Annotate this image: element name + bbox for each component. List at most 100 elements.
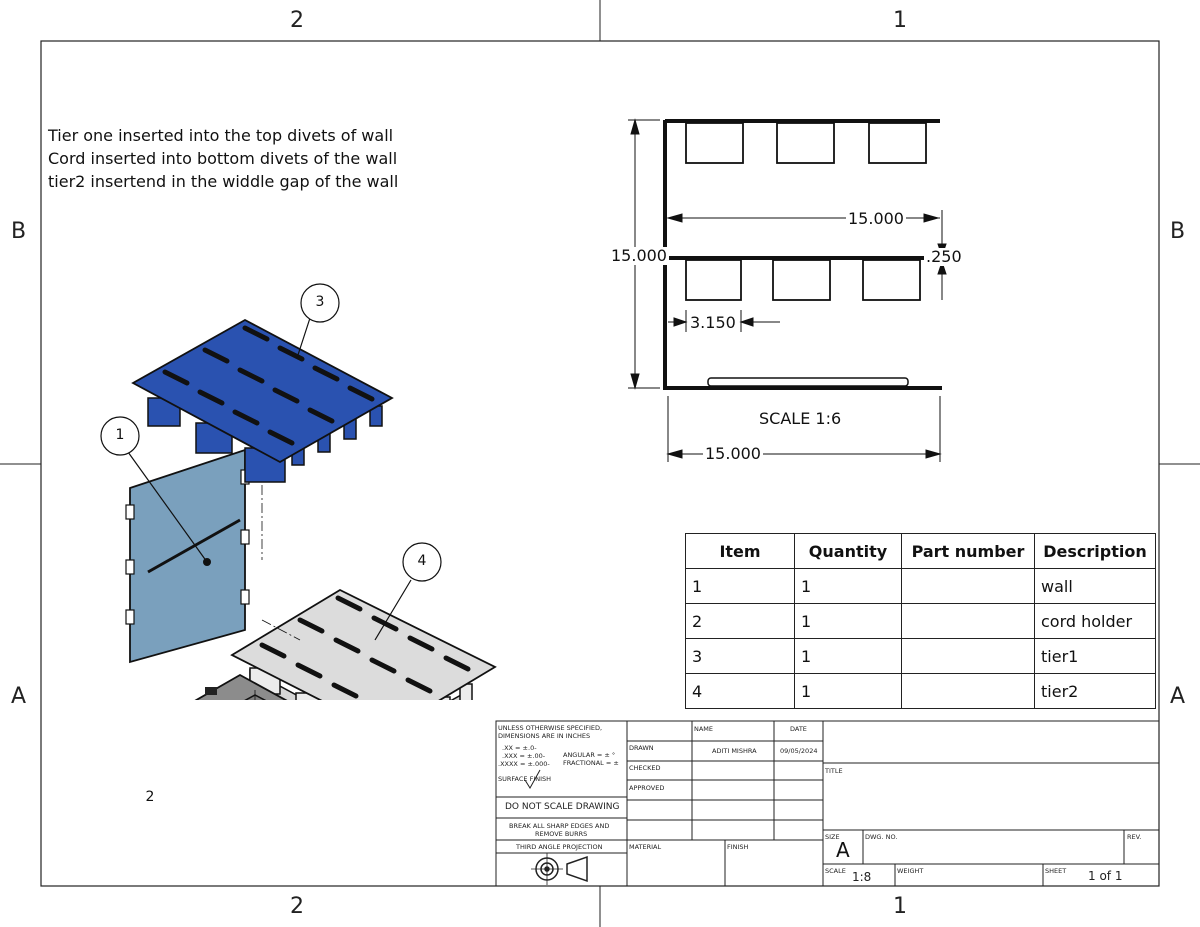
tb-break-edges-2: REMOVE BURRS	[535, 830, 588, 838]
tb-scale-label: SCALE	[825, 867, 846, 875]
tb-scale-value: 1:8	[852, 870, 872, 884]
tier1-leg-row	[147, 397, 383, 483]
bom-cell: 1	[794, 638, 902, 674]
tb-tolerance-xx: .XX = ±.0-	[502, 744, 537, 752]
wall-panel	[129, 448, 246, 664]
zone-label-right-a: A	[1170, 684, 1186, 709]
tier2-leg-side	[772, 259, 831, 301]
tier1-part	[131, 318, 394, 483]
tier1-slots	[162, 325, 375, 446]
balloon-circles	[100, 283, 442, 582]
tb-date-header: DATE	[790, 725, 807, 733]
zone-label-bottom-1: 1	[893, 894, 907, 919]
table-row: 2 1 cord holder	[685, 603, 1156, 639]
tb-surface-finish: SURFACE FINISH	[498, 775, 552, 783]
bom-cell: 1	[685, 568, 795, 604]
tb-sheet-label: SHEET	[1045, 867, 1067, 875]
tb-drawn-date: 09/05/2024	[780, 747, 818, 755]
view-scale-label: SCALE 1:6	[759, 409, 842, 428]
tb-tolerance-xxxx: .XXXX = ±.000-	[498, 760, 550, 768]
tier2-leg-side	[862, 259, 921, 301]
tier1-leg-side	[776, 122, 835, 164]
zone-label-left-b: B	[11, 219, 27, 244]
zone-label-top-1: 1	[893, 8, 907, 33]
tb-checked-label: CHECKED	[629, 764, 661, 772]
bom-header-part-number: Part number	[901, 533, 1035, 569]
tb-break-edges-1: BREAK ALL SHARP EDGES AND	[509, 822, 610, 830]
dim-tab: 3.150	[688, 313, 738, 332]
tb-general-note-1: UNLESS OTHERWISE SPECIFIED,	[498, 724, 603, 732]
bom-cell: tier2	[1034, 673, 1156, 709]
tb-fractional-tol: FRACTIONAL = ±	[563, 759, 619, 767]
bom-header-row: Item Quantity Part number Description	[685, 533, 1156, 569]
bom-cell	[901, 673, 1035, 709]
bill-of-materials: Item Quantity Part number Description 1 …	[685, 533, 1156, 709]
tier2-slots	[259, 595, 471, 699]
tb-name-header: NAME	[694, 725, 714, 733]
bom-cell: 2	[685, 603, 795, 639]
bom-cell: 1	[794, 568, 902, 604]
side-view-geometry	[663, 119, 942, 390]
note-line: Cord inserted into bottom divets of the …	[48, 149, 398, 168]
balloon-4-circle	[402, 542, 442, 582]
bom-cell: 4	[685, 673, 795, 709]
zone-label-right-b: B	[1170, 219, 1186, 244]
tb-size-value: A	[836, 838, 850, 862]
cord-holder-base	[194, 673, 288, 700]
balloon-4-label: 4	[417, 553, 427, 569]
tier2-part	[230, 588, 497, 700]
dim-width-upper: 15.000	[846, 209, 906, 228]
zone-label-left-a: A	[11, 684, 27, 709]
zone-label-top-2: 2	[290, 8, 304, 33]
dim-height: 15.000	[609, 246, 669, 265]
table-row: 4 1 tier2	[685, 673, 1156, 709]
wall-center-slot	[147, 518, 241, 574]
tb-rev-label: REV.	[1127, 833, 1142, 841]
bom-cell: 1	[794, 673, 902, 709]
zone-label-bottom-2: 2	[290, 894, 304, 919]
tb-weight-label: WEIGHT	[897, 867, 924, 875]
dim-width-lower: 15.000	[703, 444, 763, 463]
assembly-notes: Tier one inserted into the top divets of…	[48, 124, 398, 193]
tb-general-note-2: DIMENSIONS ARE IN INCHES	[498, 732, 591, 740]
tb-angular-tol: ANGULAR = ± °	[563, 751, 616, 759]
tb-drawn-name: ADITI MISHRA	[712, 747, 757, 755]
assembly-centerlines	[254, 485, 301, 700]
tb-dwg-no-label: DWG. NO.	[865, 833, 898, 841]
bom-cell	[901, 638, 1035, 674]
bom-cell: 3	[685, 638, 795, 674]
bom-header-quantity: Quantity	[794, 533, 902, 569]
tb-sheet-value: 1 of 1	[1088, 869, 1123, 883]
bom-header-item: Item	[685, 533, 795, 569]
tb-do-not-scale: DO NOT SCALE DRAWING	[505, 802, 620, 812]
table-row: 1 1 wall	[685, 568, 1156, 604]
bom-header-description: Description	[1034, 533, 1156, 569]
tier2-leg-side	[685, 259, 742, 301]
exploded-isometric-view	[100, 283, 497, 700]
bom-cell: wall	[1034, 568, 1156, 604]
balloon-1-label: 1	[115, 427, 125, 443]
bom-cell: 1	[794, 603, 902, 639]
bom-cell: cord holder	[1034, 603, 1156, 639]
tb-drawn-label: DRAWN	[629, 744, 654, 752]
cord-holder-tabs	[205, 687, 217, 695]
balloon-leaders	[127, 317, 412, 641]
tier2-plate	[230, 588, 497, 700]
tier1-leg-side	[685, 122, 744, 164]
bom-cell: tier1	[1034, 638, 1156, 674]
tb-size-label: SIZE	[825, 833, 840, 841]
balloon-1-circle	[100, 416, 140, 456]
tb-approved-label: APPROVED	[629, 784, 665, 792]
wall-part	[125, 448, 250, 664]
balloon-3-label: 3	[315, 294, 325, 310]
tb-tolerance-xxx: .XXX = ±.00-	[502, 752, 546, 760]
bom-cell	[901, 568, 1035, 604]
tier1-leg-side	[868, 122, 927, 164]
balloon-2-label: 2	[145, 789, 155, 805]
note-line: Tier one inserted into the top divets of…	[48, 126, 394, 145]
note-line: tier2 insertend in the widdle gap of the…	[48, 172, 399, 191]
table-row: 3 1 tier1	[685, 638, 1156, 674]
tier1-plate	[131, 318, 394, 464]
balloon-3-circle	[300, 283, 340, 323]
